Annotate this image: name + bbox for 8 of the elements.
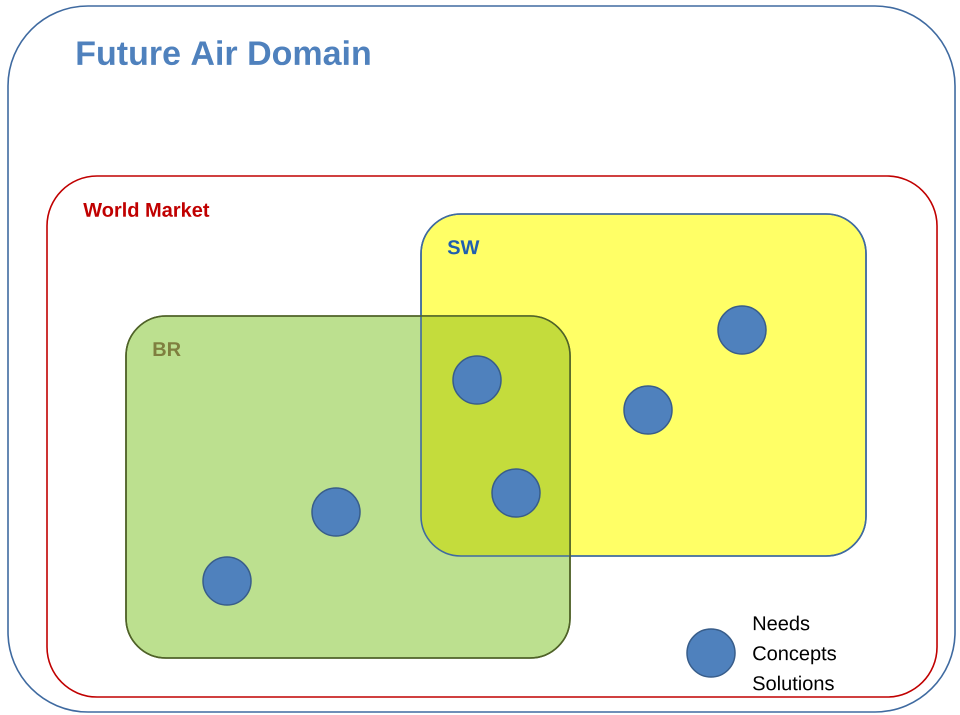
circle-marker — [623, 385, 673, 435]
circle-marker — [202, 556, 252, 606]
circle-marker — [717, 305, 767, 355]
circle-marker — [452, 355, 502, 405]
region-box: BR — [125, 315, 571, 659]
circle-marker — [491, 468, 541, 518]
legend-text: Needs Concepts Solutions — [753, 616, 836, 690]
circle-marker — [311, 487, 361, 537]
